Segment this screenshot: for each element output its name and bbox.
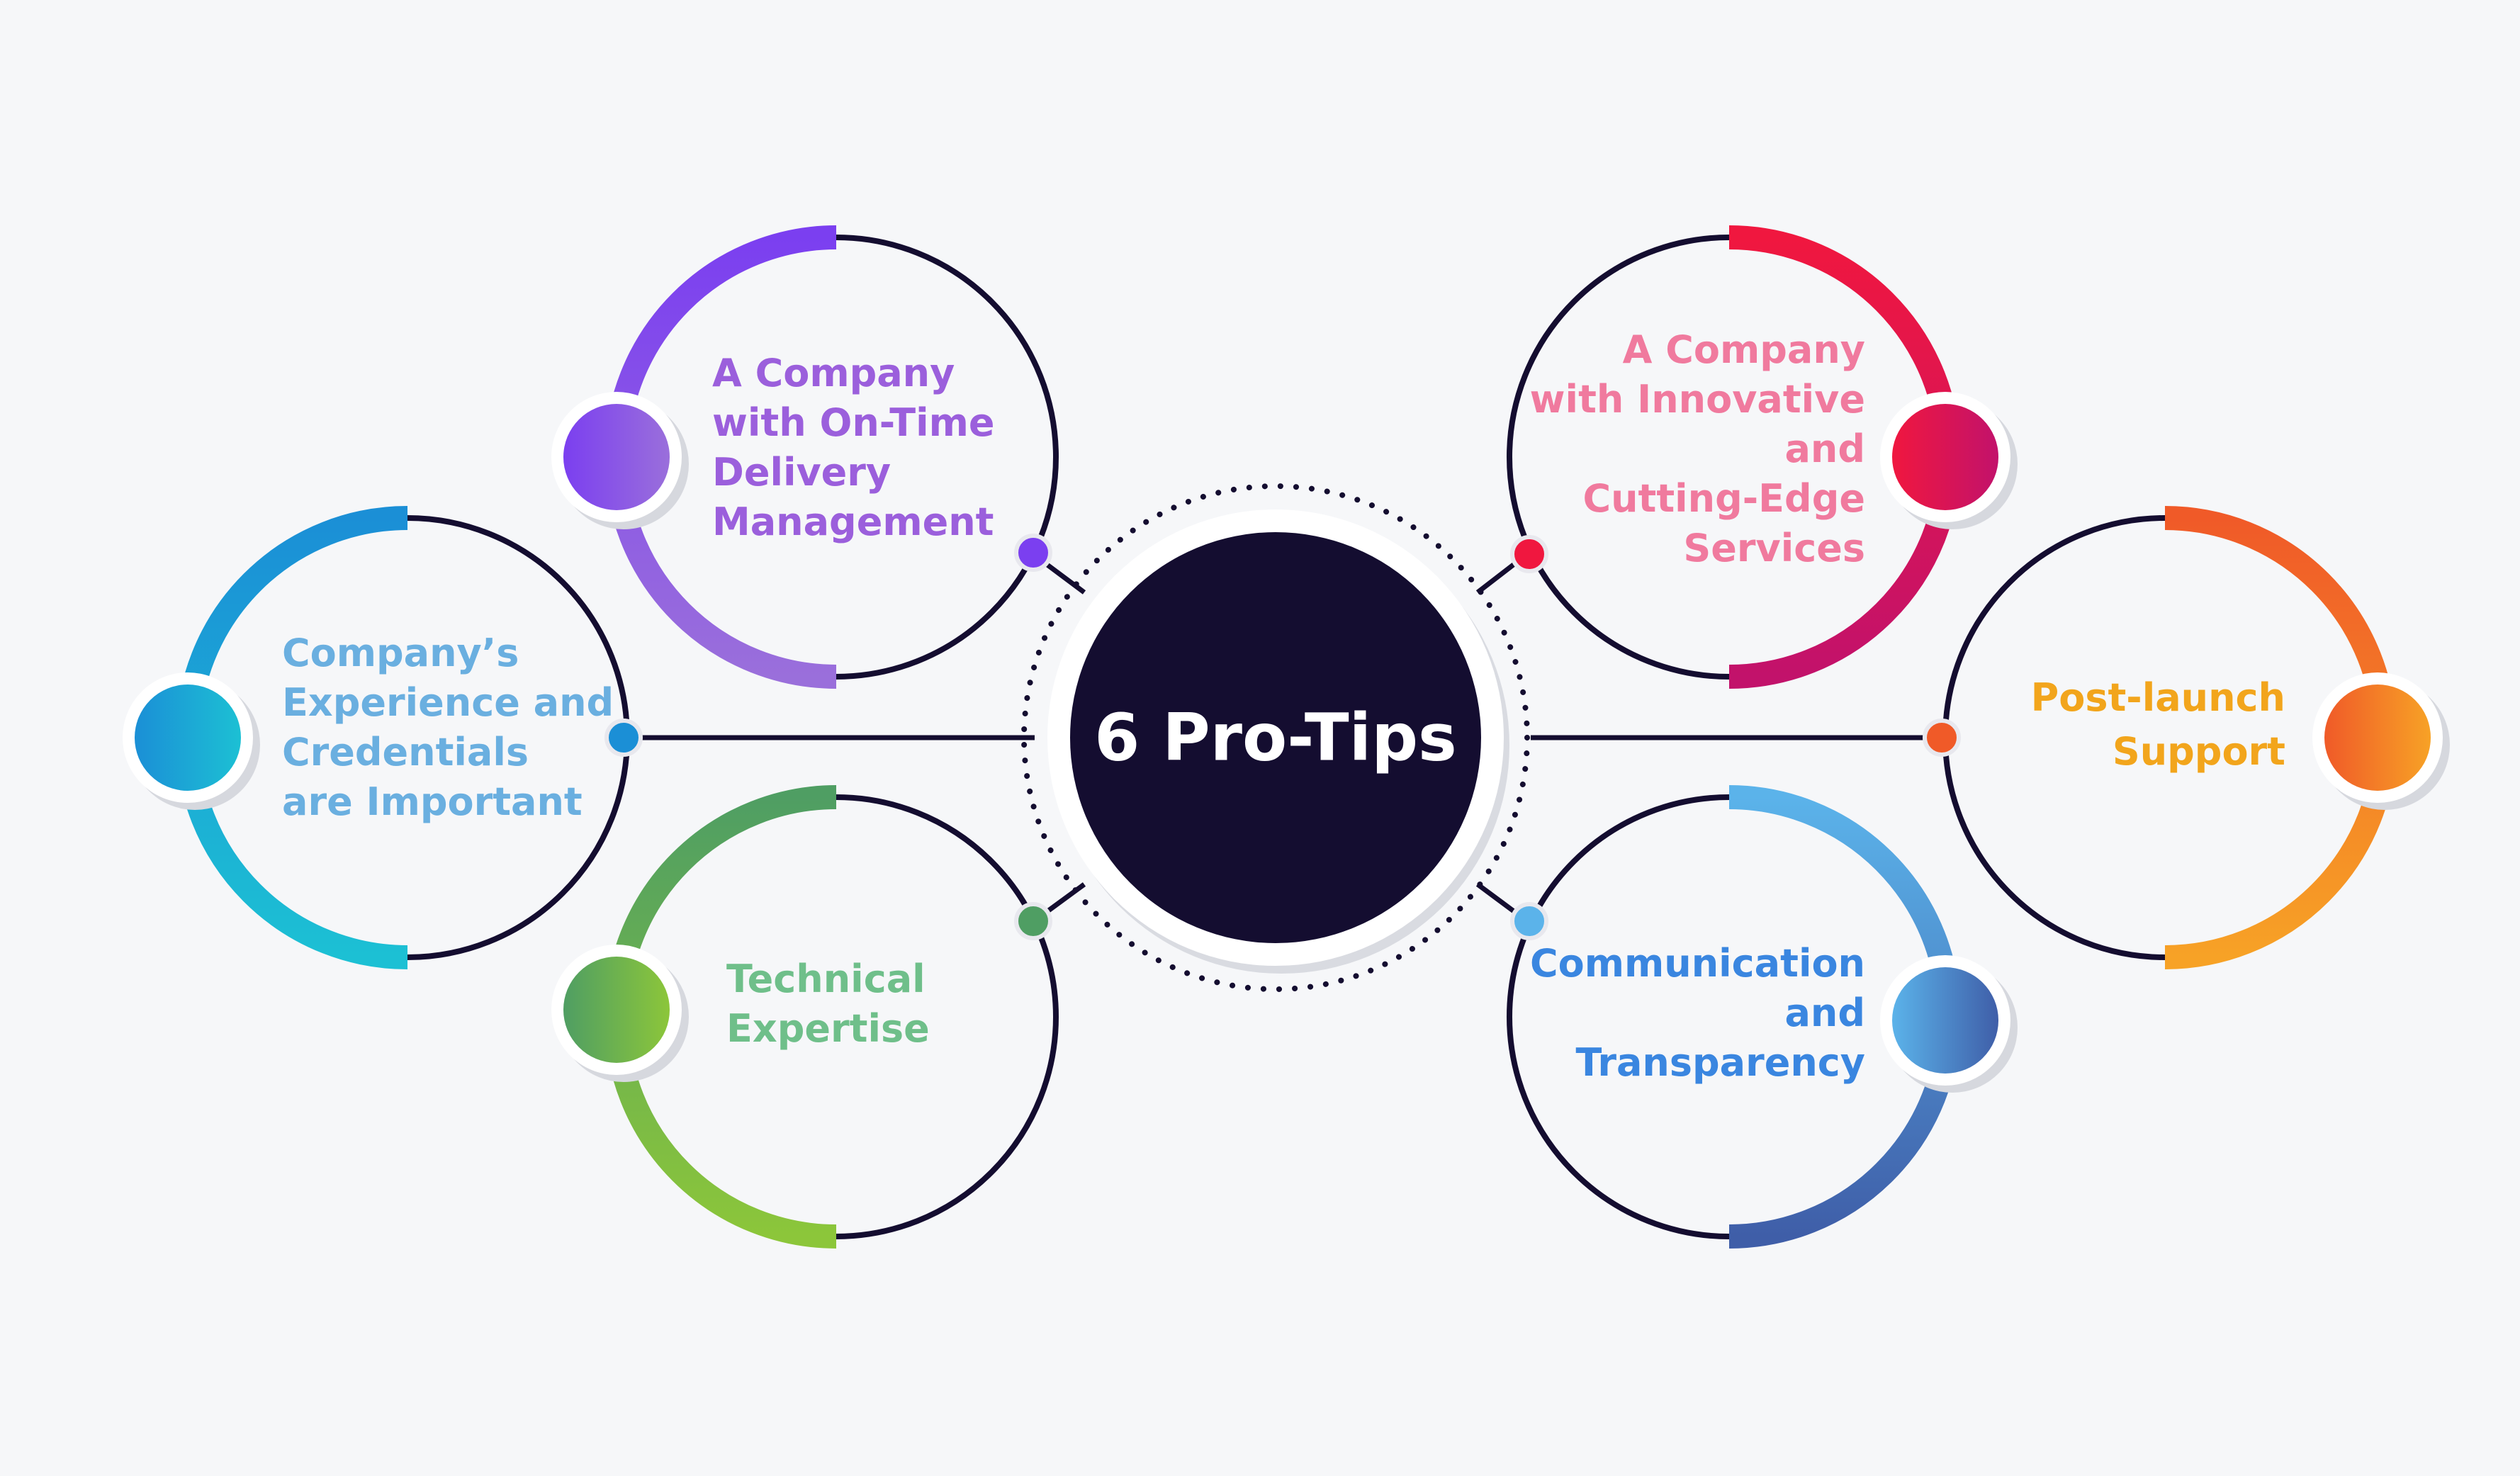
tip-label-line: are Important — [282, 779, 583, 824]
badge-icon — [2324, 685, 2431, 791]
tip-label-line: Technical — [726, 957, 926, 1001]
tip-label-line: Experience and — [282, 680, 614, 725]
badge-icon — [563, 957, 670, 1063]
tip-label-line: Credentials — [282, 730, 529, 774]
badge-icon — [1892, 967, 1998, 1074]
center-dotted-ring — [1021, 483, 1530, 992]
connector-dot — [604, 719, 643, 757]
tip-label-line: Cutting-Edge — [1582, 476, 1865, 521]
connector-dot — [1014, 534, 1052, 572]
connector-dot — [1923, 719, 1961, 757]
tip-label-line: Delivery — [712, 450, 891, 495]
center-hub: 6 Pro-Tips — [1021, 483, 1530, 992]
tip-label-line: Post-launch — [2031, 675, 2285, 720]
badge-icon — [563, 404, 670, 510]
badge-icon — [1892, 404, 1998, 510]
tip-label-line: Expertise — [726, 1006, 930, 1051]
center-title: 6 Pro-Tips — [1094, 700, 1457, 776]
tip-label-line: with Innovative — [1530, 377, 1865, 422]
connector-dot — [1510, 535, 1548, 573]
badge-icon — [135, 685, 241, 791]
tip-label-line: with On-Time — [712, 400, 995, 445]
tip-label-line: A Company — [712, 351, 955, 395]
tip-label-line: Communication — [1530, 941, 1865, 986]
tip-label-line: Services — [1683, 526, 1865, 570]
tip-label-line: Transparency — [1575, 1040, 1865, 1085]
tip-label-line: Management — [712, 500, 994, 544]
tip-label-line: and — [1784, 427, 1865, 471]
center-disc — [1070, 532, 1481, 943]
connector-dot — [1014, 902, 1052, 940]
tip-label-line: A Company — [1623, 327, 1865, 372]
tip-label-line: Company’s — [282, 631, 519, 675]
connector-dot — [1510, 902, 1548, 940]
tip-label-line: and — [1784, 991, 1865, 1035]
tip-label-line: Support — [2113, 729, 2285, 774]
